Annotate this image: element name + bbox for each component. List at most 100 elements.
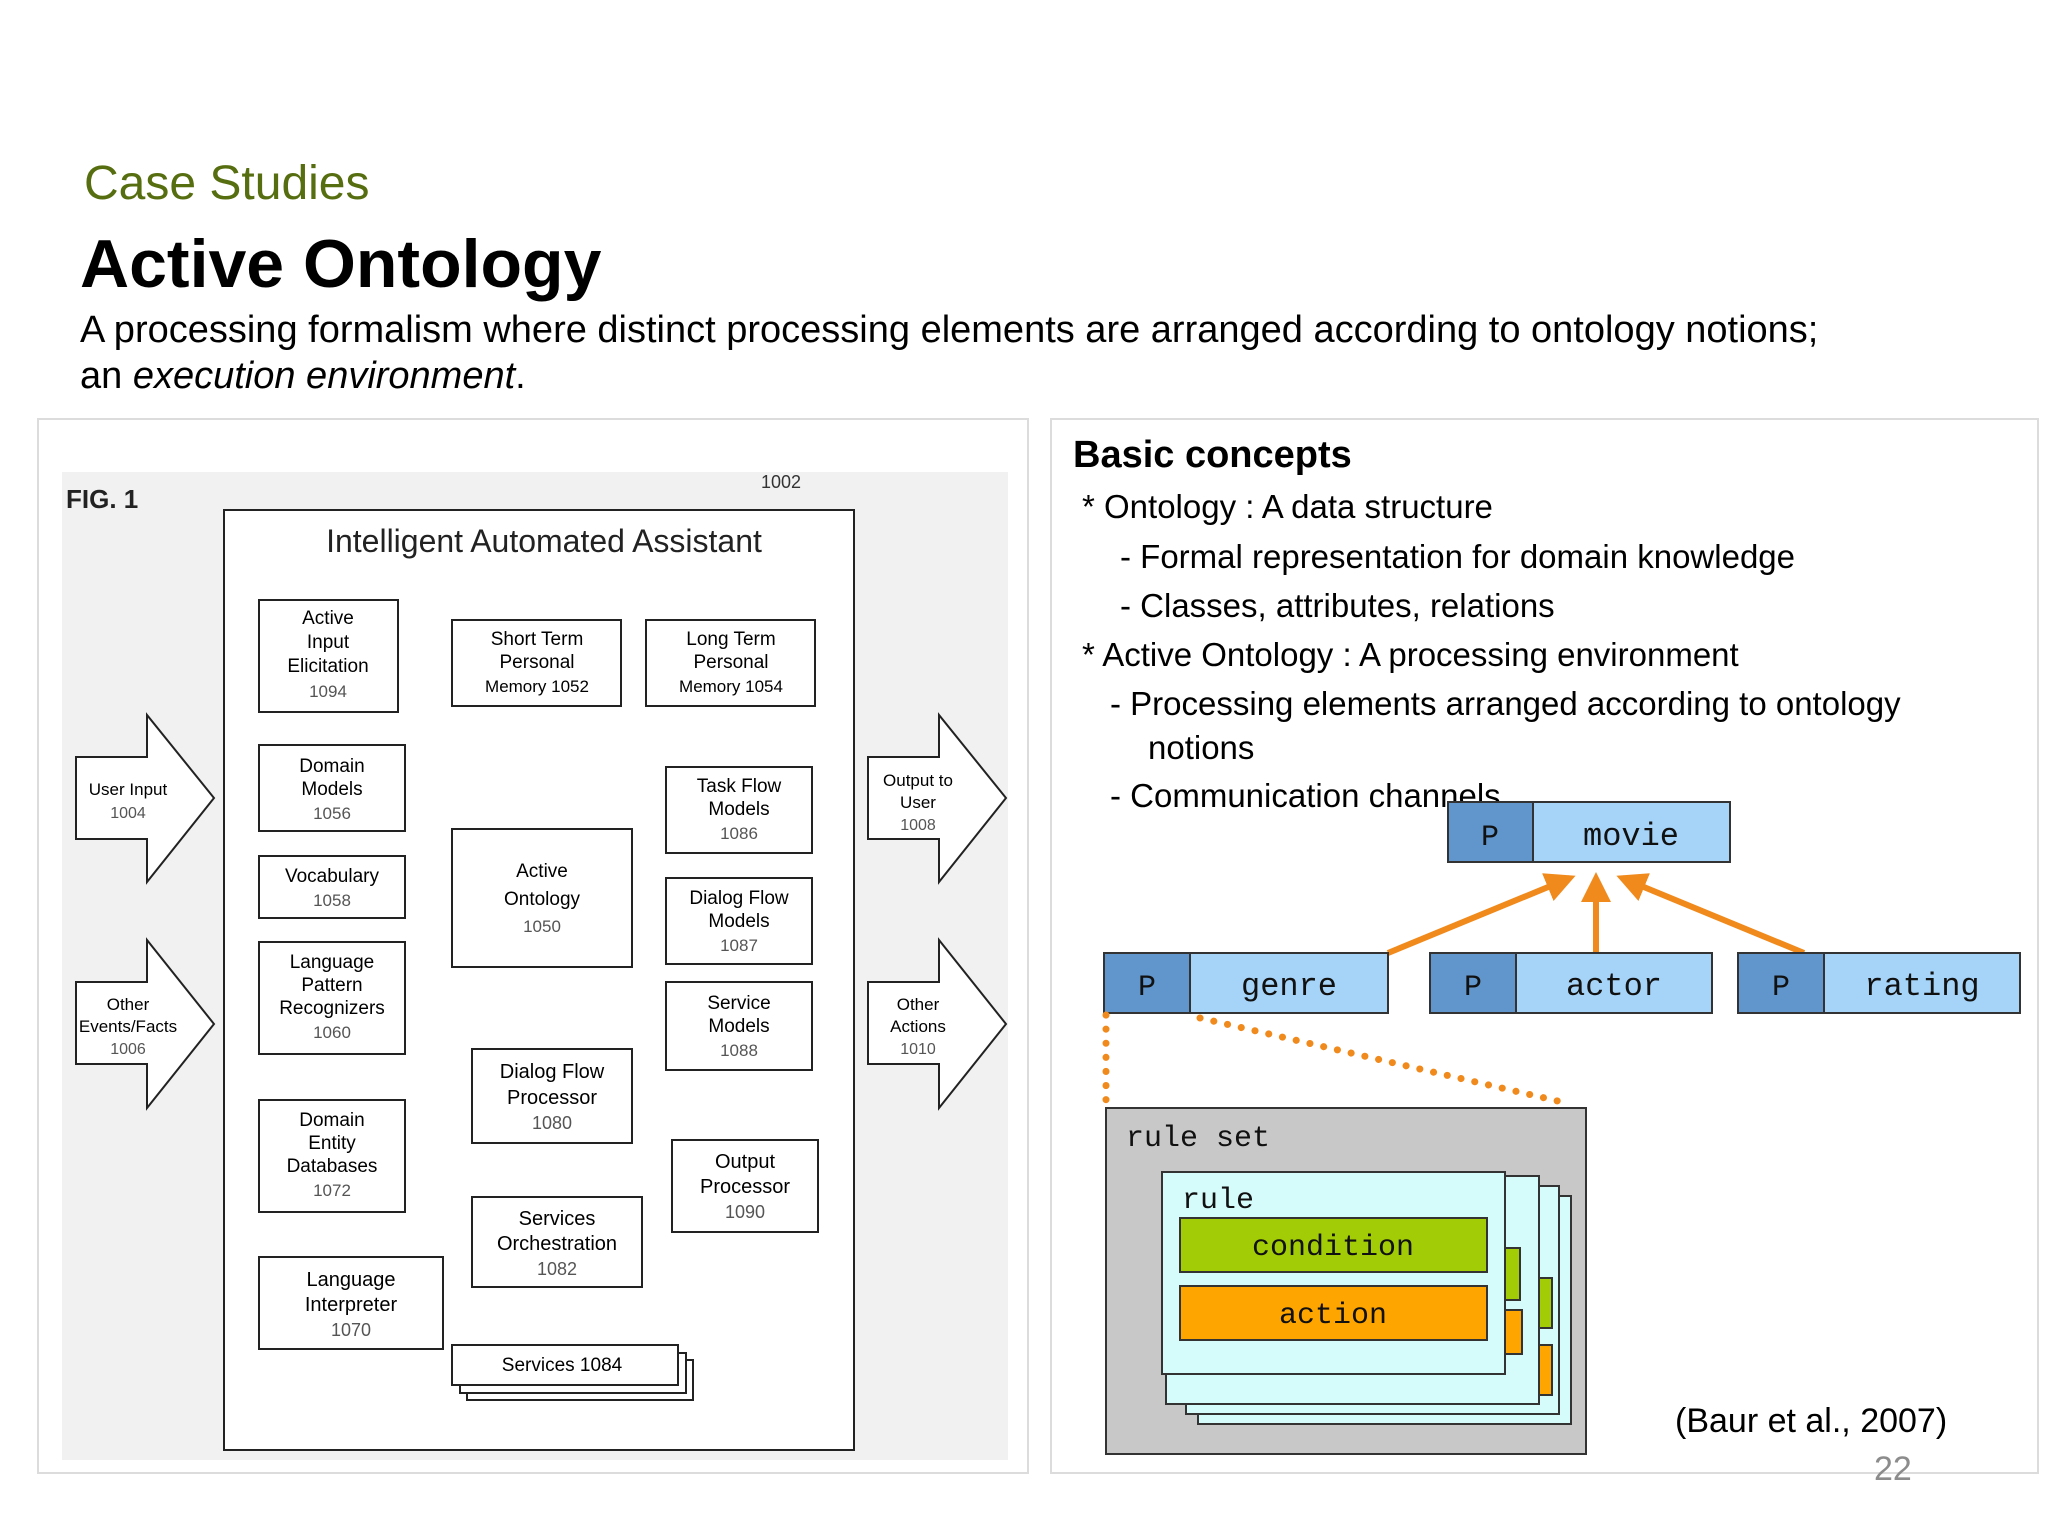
svg-text:P: P — [1138, 971, 1156, 1005]
svg-text:1008: 1008 — [900, 817, 936, 834]
condition-block — [1179, 1217, 1488, 1273]
box-active-ontology: Active Ontology 1050 — [451, 828, 633, 968]
basic-concepts-heading: Basic concepts — [1073, 434, 1352, 476]
concept-line: - Communication channels — [1110, 777, 1501, 814]
svg-text:Active: Active — [516, 861, 568, 882]
description-suffix: . — [515, 355, 526, 397]
node-genre: P genre — [1103, 952, 1389, 1014]
page-number: 22 — [1874, 1450, 1912, 1488]
svg-text:Active: Active — [302, 608, 354, 629]
svg-text:Task Flow: Task Flow — [697, 776, 782, 797]
box-task-flow-models: Task Flow Models 1086 — [665, 766, 813, 854]
description-line-2: an execution environment. — [80, 353, 1980, 399]
svg-text:Language: Language — [307, 1269, 396, 1291]
svg-text:Processor: Processor — [700, 1176, 790, 1198]
svg-text:Dialog Flow: Dialog Flow — [500, 1061, 605, 1083]
link-rating-movie — [1616, 873, 1806, 956]
svg-text:Dialog Flow: Dialog Flow — [689, 888, 789, 909]
svg-text:1050: 1050 — [523, 917, 561, 936]
svg-text:Processor: Processor — [507, 1087, 597, 1109]
svg-text:P: P — [1772, 971, 1790, 1005]
svg-text:User: User — [900, 793, 936, 812]
svg-text:Models: Models — [301, 779, 362, 800]
svg-text:Domain: Domain — [299, 1110, 364, 1131]
concept-line: notions — [1148, 729, 1255, 766]
concept-line: * Ontology : A data structure — [1082, 488, 1493, 525]
svg-text:1080: 1080 — [532, 1113, 572, 1133]
svg-text:Models: Models — [708, 911, 769, 932]
rule-set-label: rule set — [1126, 1122, 1270, 1156]
svg-text:movie: movie — [1583, 818, 1679, 855]
description-line-1: A processing formalism where distinct pr… — [80, 309, 1819, 351]
box-output-processor: Output Processor 1090 — [671, 1139, 819, 1233]
svg-text:Input: Input — [307, 632, 350, 653]
svg-text:Other: Other — [897, 995, 940, 1014]
svg-text:User Input: User Input — [89, 780, 168, 799]
svg-text:1010: 1010 — [900, 1041, 936, 1058]
rule-label: rule — [1182, 1184, 1254, 1218]
ontology-diagram: P movie P genre P actor P rating rule se… — [1102, 801, 2021, 1455]
svg-text:1086: 1086 — [720, 824, 758, 843]
svg-text:Personal: Personal — [694, 652, 769, 673]
concept-line: - Classes, attributes, relations — [1120, 587, 1555, 624]
link-genre-movie — [1386, 873, 1576, 956]
svg-text:Services: Services — [519, 1208, 596, 1230]
svg-text:Personal: Personal — [500, 652, 575, 673]
concept-line: * Active Ontology : A processing environ… — [1082, 636, 1739, 673]
rule-set: rule set rule condition action — [1105, 1107, 1587, 1455]
svg-text:1006: 1006 — [110, 1041, 146, 1058]
action-block — [1179, 1285, 1488, 1341]
description-prefix: an — [80, 355, 133, 397]
svg-text:Short Term: Short Term — [491, 629, 584, 650]
svg-text:genre: genre — [1241, 968, 1337, 1005]
arrow-other-actions: Other Actions 1010 — [867, 937, 1008, 1111]
node-movie: P movie — [1447, 801, 1731, 863]
svg-text:P: P — [1464, 971, 1482, 1005]
condition-label: condition — [1252, 1231, 1414, 1265]
svg-text:Ontology: Ontology — [504, 889, 581, 910]
svg-text:Interpreter: Interpreter — [305, 1294, 398, 1316]
svg-text:Entity: Entity — [308, 1133, 356, 1154]
svg-text:actor: actor — [1566, 968, 1662, 1005]
svg-text:1082: 1082 — [537, 1259, 577, 1279]
svg-text:Memory 1052: Memory 1052 — [485, 677, 589, 696]
svg-text:1094: 1094 — [309, 682, 347, 701]
citation: (Baur et al., 2007) — [1675, 1402, 1948, 1440]
box-vocabulary: Vocabulary 1058 — [258, 855, 406, 919]
svg-text:Events/Facts: Events/Facts — [79, 1017, 177, 1036]
box-domain-models: Domain Models 1056 — [258, 744, 406, 832]
box-dialog-flow-processor: Dialog Flow Processor 1080 — [471, 1048, 633, 1144]
patent-diagram-svg: FIG. 1 1002 Intelligent Automated Assist… — [66, 472, 1008, 1451]
box-language-pattern: Language Pattern Recognizers 1060 — [258, 941, 406, 1055]
box-long-term-memory: Long Term Personal Memory 1054 — [645, 619, 816, 707]
patent-figure: FIG. 1 1002 Intelligent Automated Assist… — [62, 472, 1008, 1460]
svg-text:Language: Language — [290, 952, 375, 973]
fig-label: FIG. 1 — [66, 484, 138, 514]
svg-text:Output: Output — [715, 1151, 775, 1173]
ref-label: 1002 — [761, 472, 801, 492]
svg-text:1058: 1058 — [313, 891, 351, 910]
svg-text:Recognizers: Recognizers — [279, 998, 385, 1019]
svg-text:1072: 1072 — [313, 1181, 351, 1200]
slide-title: Active Ontology — [80, 226, 602, 302]
svg-text:1087: 1087 — [720, 936, 758, 955]
arrow-output-to-user: Output to User 1008 — [867, 712, 1008, 885]
node-actor: P actor — [1429, 952, 1713, 1014]
svg-text:1070: 1070 — [331, 1320, 371, 1340]
svg-text:1060: 1060 — [313, 1023, 351, 1042]
svg-text:Vocabulary: Vocabulary — [285, 866, 380, 887]
box-short-term-memory: Short Term Personal Memory 1052 — [451, 619, 622, 707]
svg-text:Long Term: Long Term — [686, 629, 775, 650]
arrow-other-events: Other Events/Facts 1006 — [75, 937, 216, 1111]
container-title: Intelligent Automated Assistant — [326, 523, 762, 559]
svg-text:Memory 1054: Memory 1054 — [679, 677, 783, 696]
svg-text:Orchestration: Orchestration — [497, 1233, 617, 1255]
arrow-user-input: User Input 1004 — [75, 712, 216, 885]
svg-text:1090: 1090 — [725, 1202, 765, 1222]
ontology-links — [1386, 872, 1806, 956]
svg-text:Models: Models — [708, 799, 769, 820]
node-rating: P rating — [1737, 952, 2021, 1014]
description-emphasis: execution environment — [132, 355, 516, 397]
svg-text:P: P — [1481, 821, 1499, 855]
svg-text:rating: rating — [1864, 968, 1979, 1005]
